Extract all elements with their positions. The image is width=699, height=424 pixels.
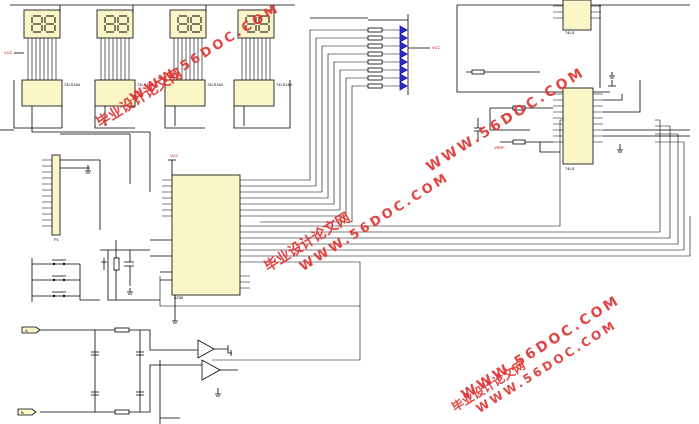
input-b-connector [17, 408, 37, 416]
vref-label: VREF [494, 145, 505, 150]
shift-register-3 [164, 79, 206, 107]
shift-register-2-label: 74LS164 [137, 82, 154, 87]
button-1-contact [52, 262, 56, 266]
microcontroller: AT89 VCC [162, 153, 250, 324]
opamp-2 [197, 339, 215, 359]
mcu-port-bus [159, 29, 691, 361]
pin-header-label: P1 [54, 237, 60, 242]
pin-header: P1 [42, 154, 101, 242]
opamp-stage: A B [17, 326, 238, 424]
button-2-contact [52, 278, 56, 282]
shift-register-1 [21, 79, 63, 107]
oscillator-network [100, 239, 172, 301]
shift-register-2 [94, 79, 136, 107]
display-2 [96, 9, 134, 39]
opamp-1 [201, 359, 221, 381]
resistor-r5 [114, 409, 130, 415]
led-diodes [399, 25, 408, 91]
led-vcc-label: VCC [432, 45, 441, 50]
watermark-url-5: WWW.56DOC.COM [459, 292, 624, 403]
shift-register-4-label: 74LS164 [276, 82, 293, 87]
mcu-body [171, 174, 241, 296]
ic-mid-right: 74LS VREF [474, 80, 690, 171]
shift-register-1-label: 74LS164 [64, 82, 81, 87]
mcu-vcc-label: VCC [170, 153, 179, 158]
ic-top [562, 0, 592, 31]
ic-top-label: 74LS [565, 30, 575, 35]
display-1 [23, 9, 61, 39]
button-2-contact-b [62, 278, 66, 282]
ic-top-right: 74LS [456, 0, 690, 93]
pin-header-body [51, 154, 61, 236]
resistor-r1 [471, 69, 485, 75]
mcu-label: AT89 [174, 295, 184, 300]
resistor-r4 [114, 327, 130, 333]
input-a-connector [21, 326, 41, 334]
resistor-array [367, 27, 383, 89]
vcc-label-left: VCC [4, 50, 13, 55]
shift-registers: 74LS164 74LS164 74LS164 74LS164 [0, 79, 293, 192]
shift-register-4 [233, 79, 275, 107]
push-buttons [31, 258, 100, 302]
display-3 [169, 9, 207, 39]
input-a-label: A [25, 328, 28, 333]
shift-register-3-label: 74LS164 [207, 82, 224, 87]
ic-mid-label: 74LS [565, 166, 575, 171]
led-array: VCC [310, 14, 441, 95]
input-b-label: B [21, 410, 24, 415]
button-3-contact [52, 294, 56, 298]
resistor-r3 [512, 139, 526, 145]
watermark-url-2: WWW.56DOC.COM [297, 170, 452, 275]
button-1-contact-b [62, 262, 66, 266]
crystal [113, 257, 120, 271]
button-3-contact-b [62, 294, 66, 298]
seven-segment-displays: VCC [4, 4, 295, 80]
ic-mid [562, 87, 594, 165]
display-4 [237, 9, 275, 39]
